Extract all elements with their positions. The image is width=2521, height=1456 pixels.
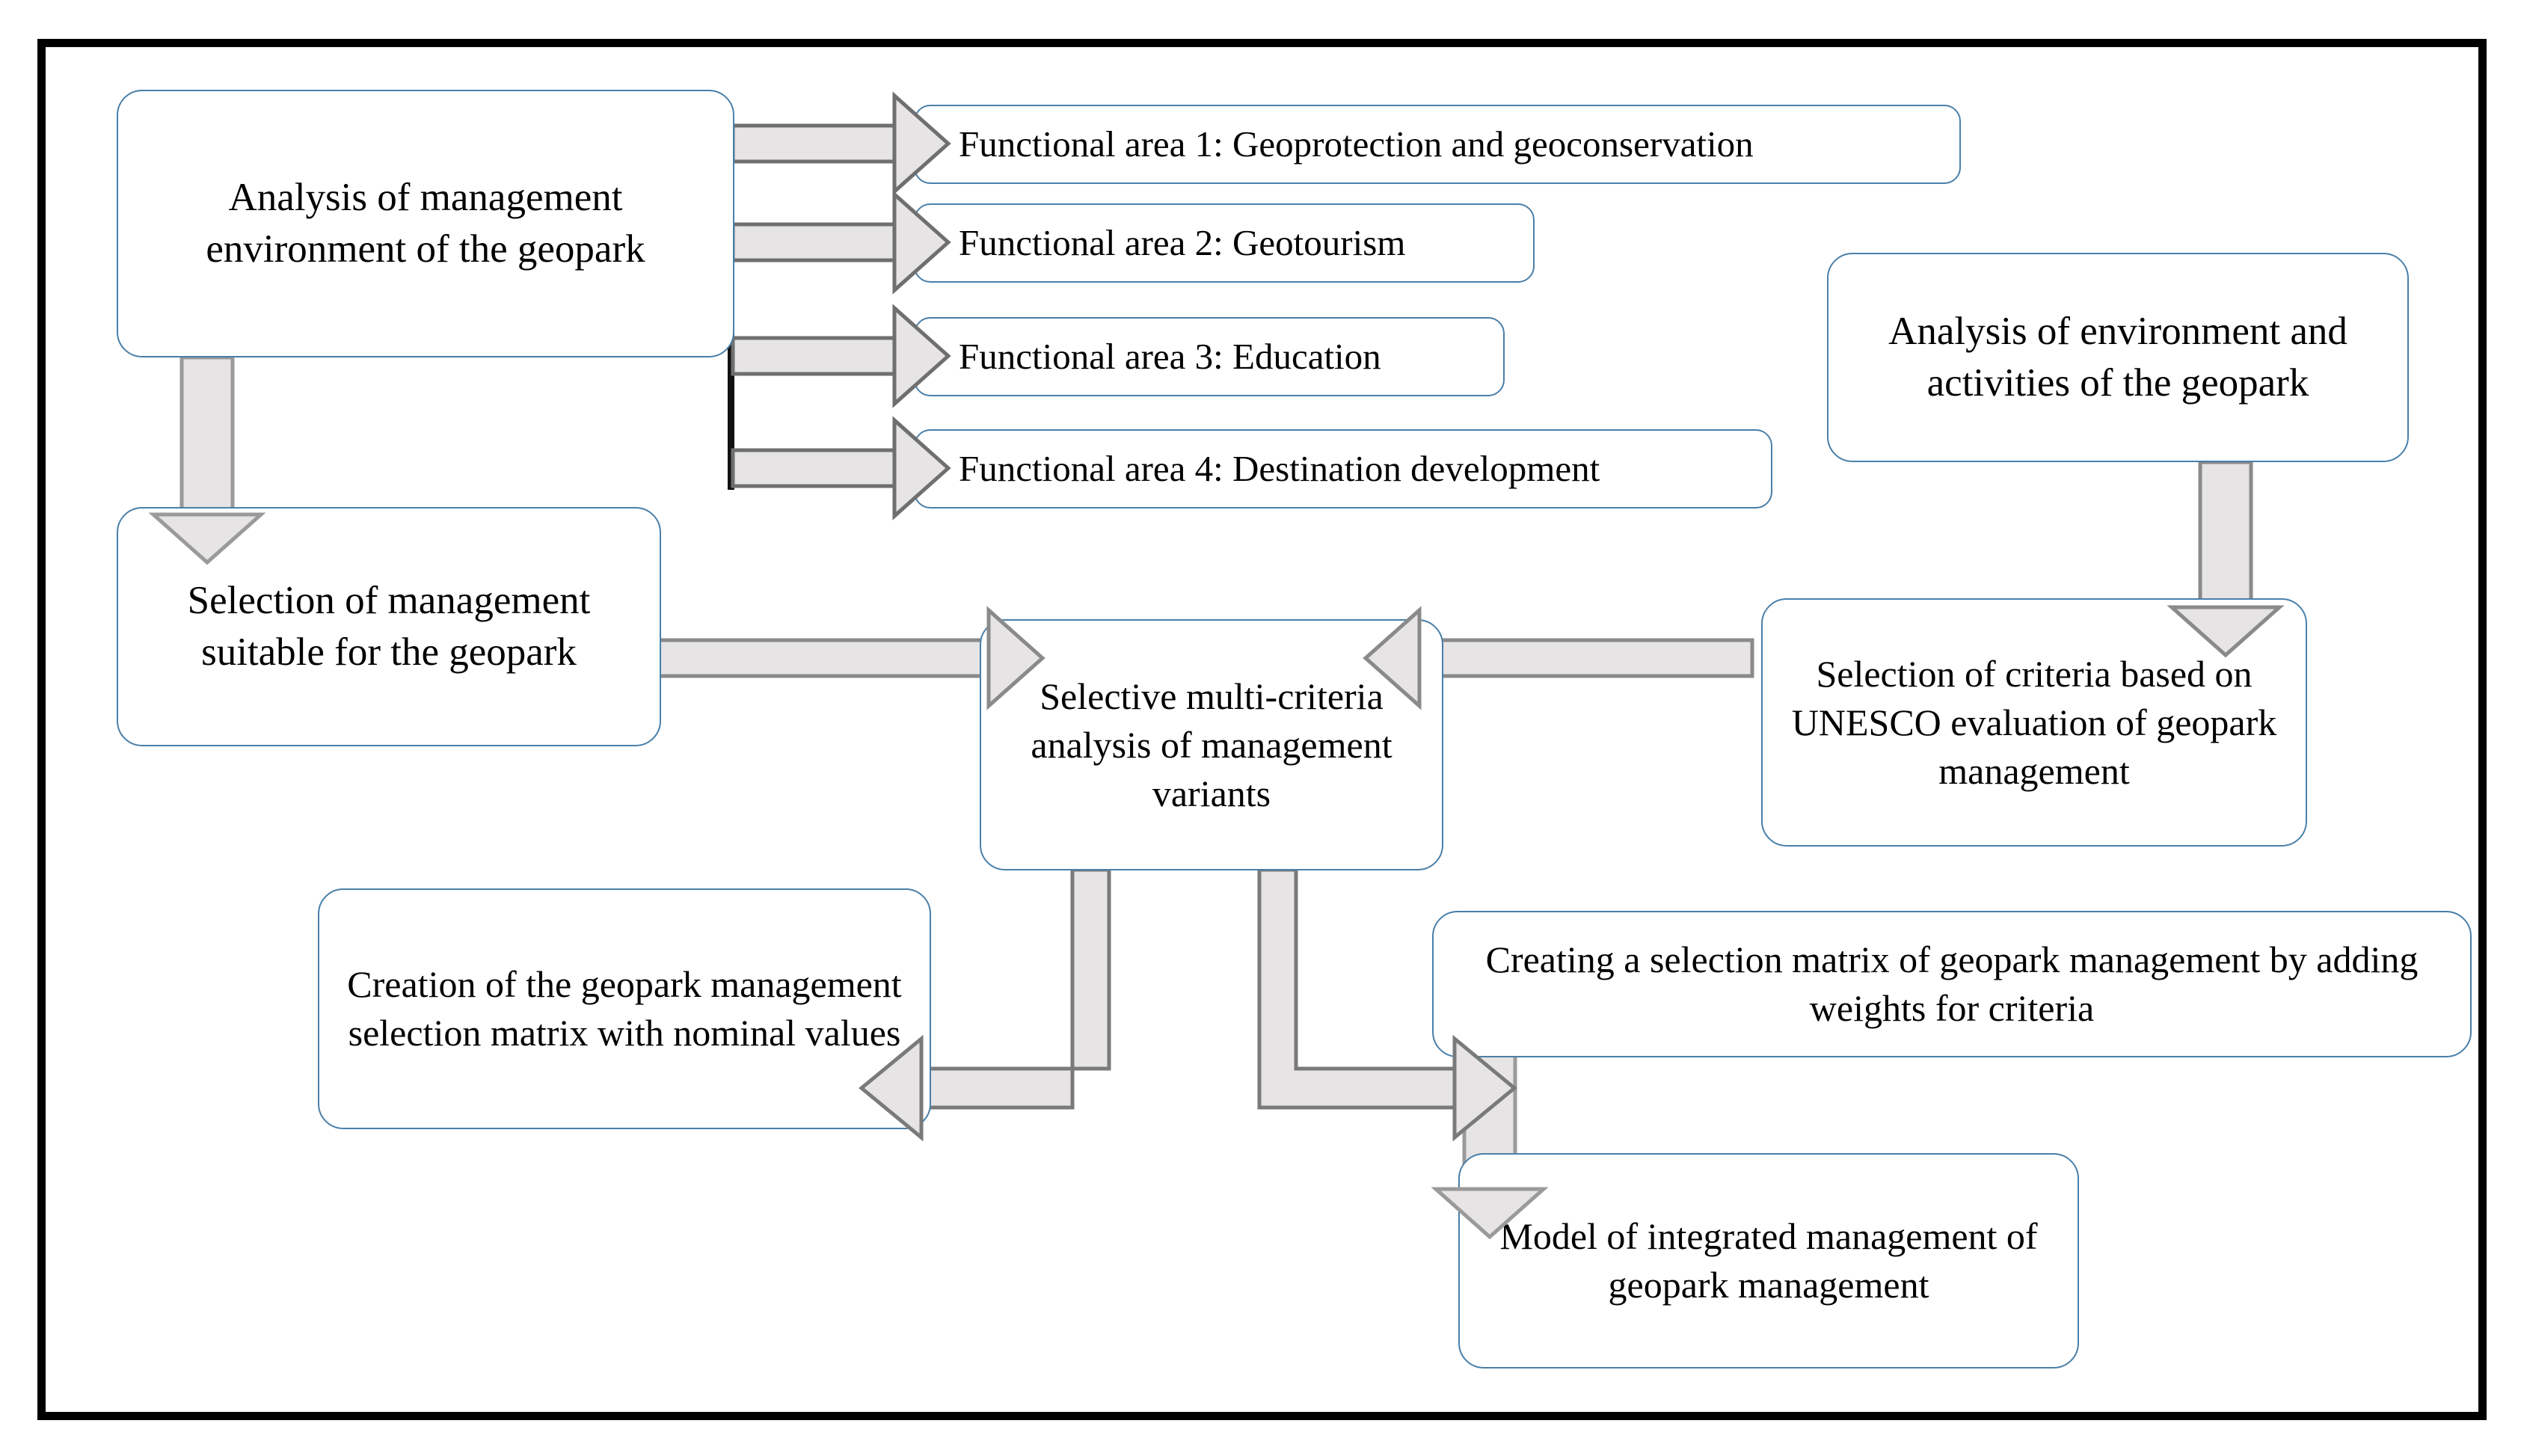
node-model-integrated-management[interactable]: Model of integrated management of geopar… [1458,1153,2079,1369]
node-selection-of-criteria-unesco[interactable]: Selection of criteria based on UNESCO ev… [1761,598,2307,847]
node-functional-area-3[interactable]: Functional area 3: Education [914,317,1505,396]
node-label: Functional area 4: Destination developme… [959,448,1600,490]
node-functional-area-1[interactable]: Functional area 1: Geoprotection and geo… [914,105,1961,184]
node-analysis-environment-activities[interactable]: Analysis of environment and activities o… [1827,253,2409,462]
node-creation-nominal-matrix[interactable]: Creation of the geopark management selec… [318,888,931,1129]
node-functional-area-2[interactable]: Functional area 2: Geotourism [914,203,1535,283]
node-analysis-management-environment[interactable]: Analysis of management environment of th… [117,90,734,357]
node-label: Selection of criteria based on UNESCO ev… [1791,652,2277,792]
node-label: Analysis of management environment of th… [206,176,645,271]
node-selection-of-management[interactable]: Selection of management suitable for the… [117,507,661,746]
node-label: Analysis of environment and activities o… [1888,310,2347,405]
node-label: Selective multi-criteria analysis of man… [1031,675,1392,814]
node-functional-area-4[interactable]: Functional area 4: Destination developme… [914,429,1772,509]
node-label: Functional area 3: Education [959,336,1381,378]
node-label: Selection of management suitable for the… [187,579,591,674]
node-label: Functional area 1: Geoprotection and geo… [959,123,1754,165]
node-label: Functional area 2: Geotourism [959,222,1406,264]
node-label: Creating a selection matrix of geopark m… [1485,939,2419,1029]
node-creating-weighted-matrix[interactable]: Creating a selection matrix of geopark m… [1432,911,2472,1057]
node-selective-multicriteria-analysis[interactable]: Selective multi-criteria analysis of man… [980,619,1443,870]
node-label: Model of integrated management of geopar… [1499,1215,2038,1306]
node-label: Creation of the geopark management selec… [347,963,902,1054]
